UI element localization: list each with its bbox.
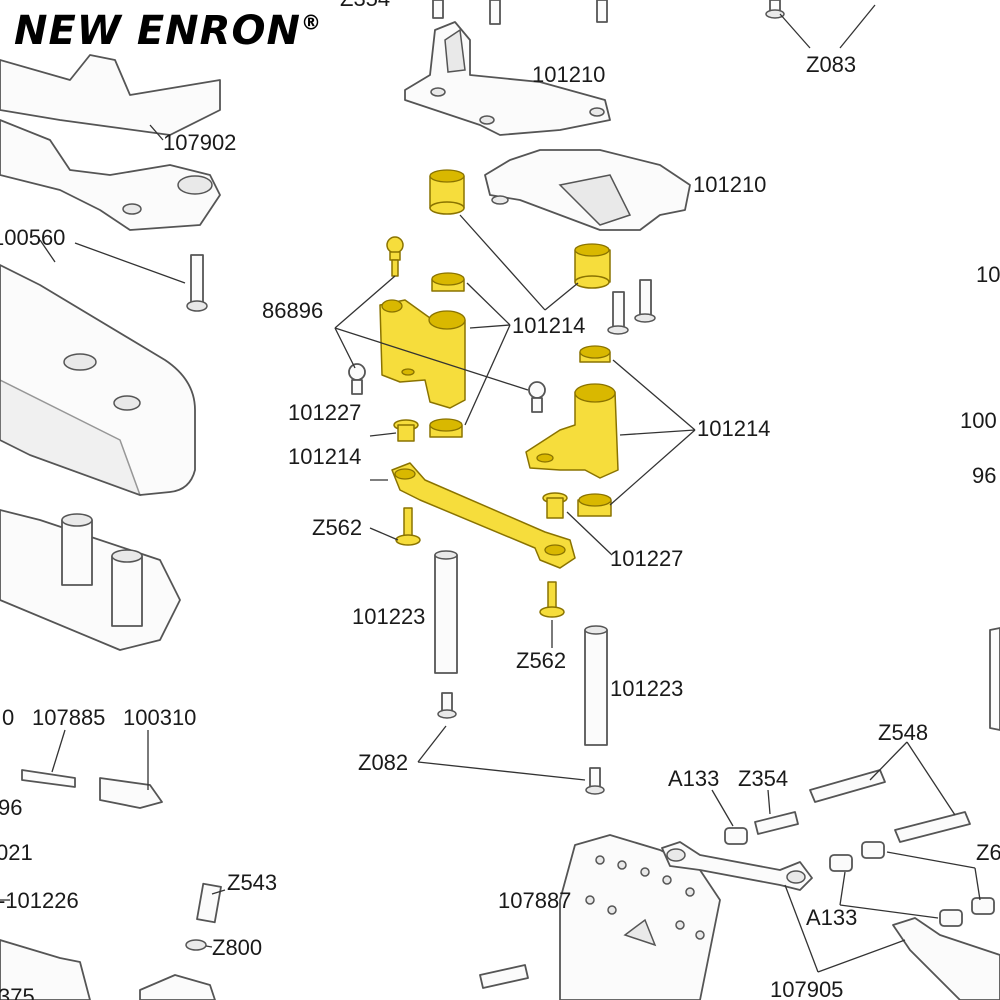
bushing-101214-small-top [431, 272, 465, 292]
label-z083: Z083 [806, 52, 856, 77]
label-z548: Z548 [878, 720, 928, 745]
label-right-100: 100 [960, 408, 997, 433]
label-107902: 107902 [163, 130, 236, 155]
label-z354-top: Z354 [340, 0, 390, 11]
label-101214-upper: 101214 [512, 313, 585, 338]
label-right-z6: Z6 [976, 840, 1000, 865]
label-101223-right: 101223 [610, 676, 683, 701]
label-a133-upper: A133 [668, 766, 719, 791]
steering-bellcrank-right [525, 383, 619, 479]
link-arm-107905 [661, 841, 813, 891]
bushing-101214-right-top [579, 345, 611, 363]
label-left-0: 0 [2, 705, 14, 730]
top-plate-101210 [404, 0, 611, 136]
leader-lines [0, 4, 981, 973]
label-z562-left: Z562 [312, 515, 362, 540]
pins-pair [607, 279, 656, 335]
shaft-bottom-left [0, 939, 216, 1000]
label-left-375: 375 [0, 984, 35, 1000]
left-chassis-plate [0, 264, 196, 497]
label-left-96: 96 [0, 795, 22, 820]
registered-mark: ® [300, 10, 322, 35]
label-left-021: 021 [0, 840, 33, 865]
label-107887: 107887 [498, 888, 571, 913]
brand-name: NEW ENRON [14, 8, 301, 54]
upper-arm-107902 [0, 54, 221, 231]
ball-stud-86896-top [386, 236, 404, 277]
washer-z800 [185, 939, 207, 951]
label-a133-lower: A133 [806, 905, 857, 930]
label-86896: 86896 [262, 298, 323, 323]
screw-z562-left [395, 507, 421, 546]
drag-link-arm [391, 462, 576, 569]
collar-101214-right-top [574, 243, 611, 289]
label-107885: 107885 [32, 705, 105, 730]
flanged-101227-left [393, 419, 419, 442]
shock-tower-107887 [559, 834, 721, 1000]
turnbuckle-107885 [21, 769, 76, 788]
label-z543: Z543 [227, 870, 277, 895]
steering-bellcrank-left [379, 299, 466, 409]
clip-100310 [99, 777, 163, 809]
ball-stud-right [528, 381, 546, 413]
bushings-a133 [724, 827, 995, 927]
label-z800: Z800 [212, 935, 262, 960]
flanged-101227-right [542, 492, 568, 519]
screw-z082-left [437, 692, 457, 719]
label-101214-right: 101214 [697, 416, 770, 441]
bushing-101214-left-low [429, 418, 463, 438]
screw-z083 [765, 0, 785, 19]
label-right-96: 96 [972, 463, 996, 488]
label-101227-left: 101227 [288, 400, 361, 425]
pin-z354-bottom [754, 811, 799, 835]
screw-bottom-center [479, 964, 529, 989]
label-107905: 107905 [770, 977, 843, 1000]
label-101214-left: 101214 [288, 444, 361, 469]
screw-z562-right [539, 581, 565, 618]
lower-arm-right [892, 917, 1000, 1000]
brand-logo: NEW ENRON® [14, 8, 322, 54]
post-101223-right [584, 625, 608, 746]
label-z354-bottom: Z354 [738, 766, 788, 791]
ball-stud-left [348, 363, 366, 395]
left-lower-plate [0, 509, 181, 651]
label-100560: 100560 [0, 225, 65, 250]
label-101227-right: 101227 [610, 546, 683, 571]
collar-101214-top [429, 169, 465, 215]
label-100310: 100310 [123, 705, 196, 730]
label-z562-right: Z562 [516, 648, 566, 673]
label-z082: Z082 [358, 750, 408, 775]
pin-100560 [186, 254, 208, 312]
screw-z082-right [585, 767, 605, 795]
label-101226: -101226 [0, 888, 79, 913]
label-101210-top: 101210 [532, 62, 605, 87]
label-101210-bumper: 101210 [693, 172, 766, 197]
label-right-10: 10 [976, 262, 1000, 287]
bushing-101214-right-low [577, 493, 612, 517]
label-101223-left: 101223 [352, 604, 425, 629]
screw-z543 [196, 882, 222, 924]
right-edge-part [989, 627, 1000, 731]
bumper-101210 [484, 149, 691, 231]
screws-z548 [809, 769, 971, 843]
post-101223-left [434, 550, 458, 674]
